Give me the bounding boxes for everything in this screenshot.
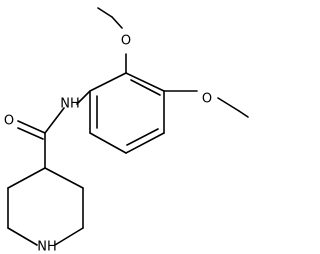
bond-ring-1-inner	[130, 79, 161, 96]
bond-ring-1	[125, 72, 165, 92]
bond-methyl-ortho	[97, 7, 113, 18]
bond-carbonyl-double-2	[17, 127, 44, 140]
bond-pip-1	[44, 167, 84, 189]
bond-pip-6	[7, 167, 46, 189]
atom-label-carbonyl-oxygen: O	[4, 114, 14, 129]
atom-label-methoxy-oxygen-para: O	[202, 92, 212, 107]
bond-ring-4	[89, 132, 127, 154]
bond-amide-n-ring	[76, 90, 91, 105]
bond-carbonyl-double-1	[17, 120, 46, 134]
bond-methyl-para	[238, 110, 249, 118]
bond-oxygen-ortho-methyl	[111, 16, 123, 29]
bond-ring-3-inner	[126, 128, 159, 146]
atom-label-methoxy-oxygen-ortho: O	[121, 34, 131, 49]
bond-ring-6	[89, 72, 127, 92]
atom-label-ring-nitrogen: NH	[37, 240, 57, 254]
atom-label-amide-nitrogen: NH	[60, 97, 80, 112]
bond-amide-n-carbonyl	[44, 107, 65, 134]
structure-drawing: O NH O O NH	[4, 7, 249, 254]
bond-pip-4	[7, 227, 38, 246]
bond-ring-3	[125, 132, 165, 154]
bond-oxygen-para-methyl	[217, 97, 240, 112]
bond-pip-3	[54, 227, 84, 246]
molecule-canvas: O NH O O NH	[3, 7, 249, 254]
